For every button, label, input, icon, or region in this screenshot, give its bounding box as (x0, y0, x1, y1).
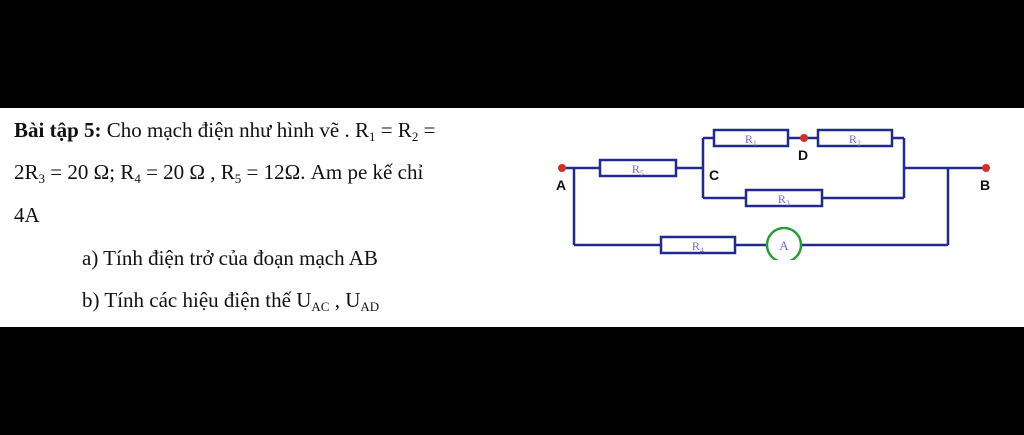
wires (562, 136, 986, 247)
node-d-dot (800, 134, 808, 142)
resistor-r4 (659, 235, 737, 255)
resistor-r5 (598, 158, 678, 178)
resistor-r2 (816, 128, 894, 148)
r1-label: R₁ (745, 132, 757, 146)
question-a: a) Tính điện trở của đoạn mạch AB (82, 246, 378, 270)
r2-label: R₂ (849, 132, 861, 146)
node-d-label: D (798, 147, 808, 163)
r5-label: R₅ (632, 162, 644, 176)
ammeter-icon (765, 226, 803, 260)
question-b: b) Tính các hiệu điện thế UAC , UAD (82, 288, 380, 314)
problem-line-1: Bài tập 5: Cho mạch điện như hình vẽ . R… (14, 118, 436, 144)
problem-line-2: 2R3 = 20 Ω; R4 = 20 Ω , R5 = 12Ω. Am pe … (14, 160, 424, 186)
problem-line-3: 4A (14, 203, 40, 227)
node-c-label: C (709, 167, 719, 183)
node-b-dot (982, 164, 990, 172)
document-page: Bài tập 5: Cho mạch điện như hình vẽ . R… (0, 108, 1024, 327)
problem-title: Bài tập 5: (14, 118, 102, 142)
node-a-dot (558, 164, 566, 172)
circuit-diagram: R₅ R₁ R₂ R₃ R₄ A A B C D (556, 128, 990, 260)
resistor-r3 (744, 188, 824, 208)
r3-label: R₃ (778, 192, 790, 206)
node-a-label: A (556, 177, 566, 193)
ammeter-label: A (779, 238, 789, 253)
node-b-label: B (980, 177, 990, 193)
r4-label: R₄ (692, 239, 704, 253)
resistor-r1 (712, 128, 790, 148)
